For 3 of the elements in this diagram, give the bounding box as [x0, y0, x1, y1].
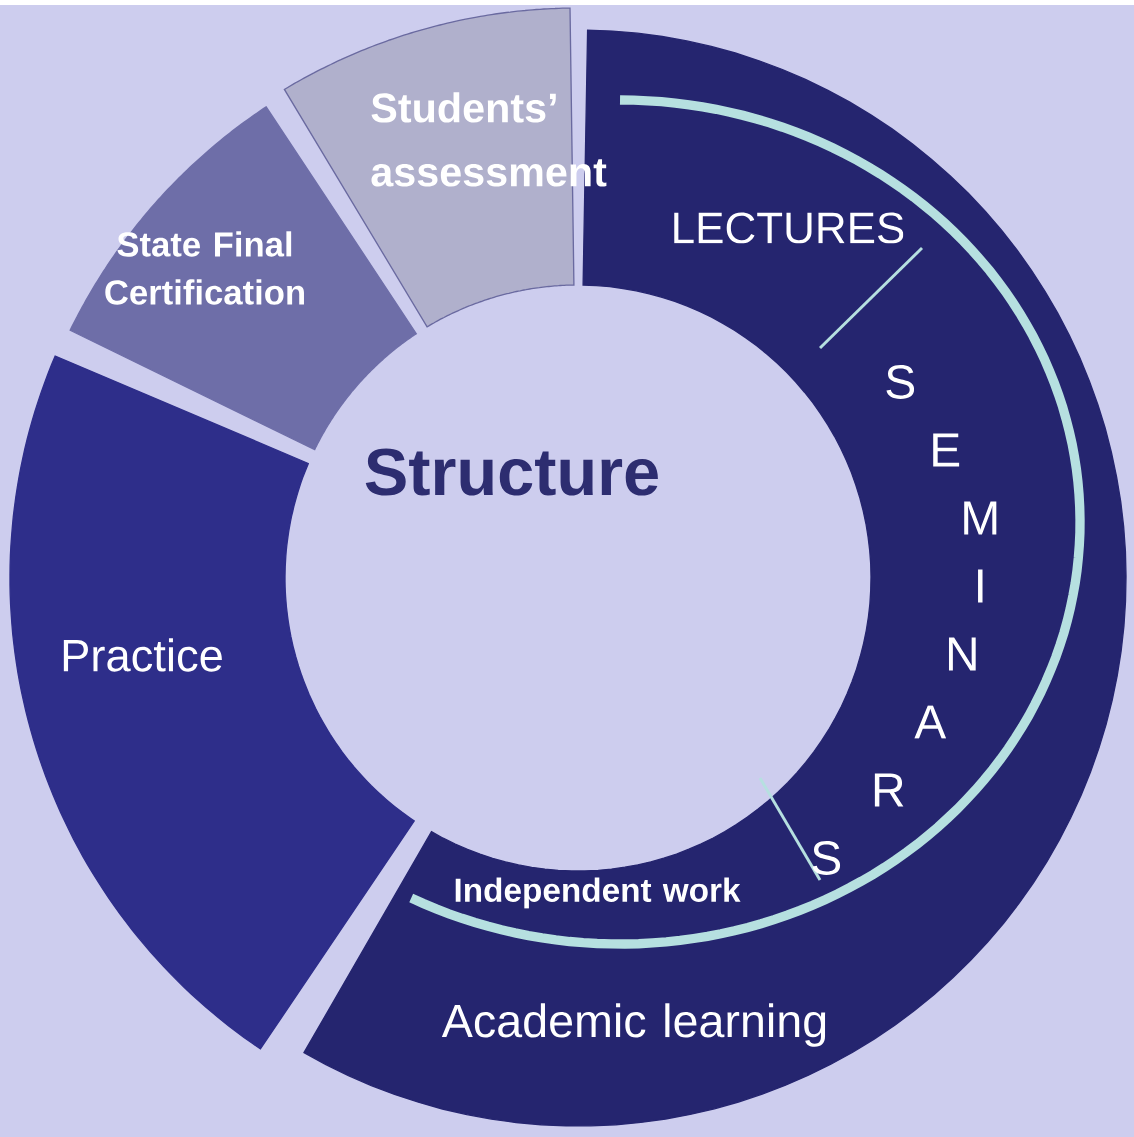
section-label: LECTURES — [674, 212, 904, 244]
section-label: Independent work — [455, 877, 741, 909]
section-label: S E M I N A R S — [812, 365, 997, 875]
